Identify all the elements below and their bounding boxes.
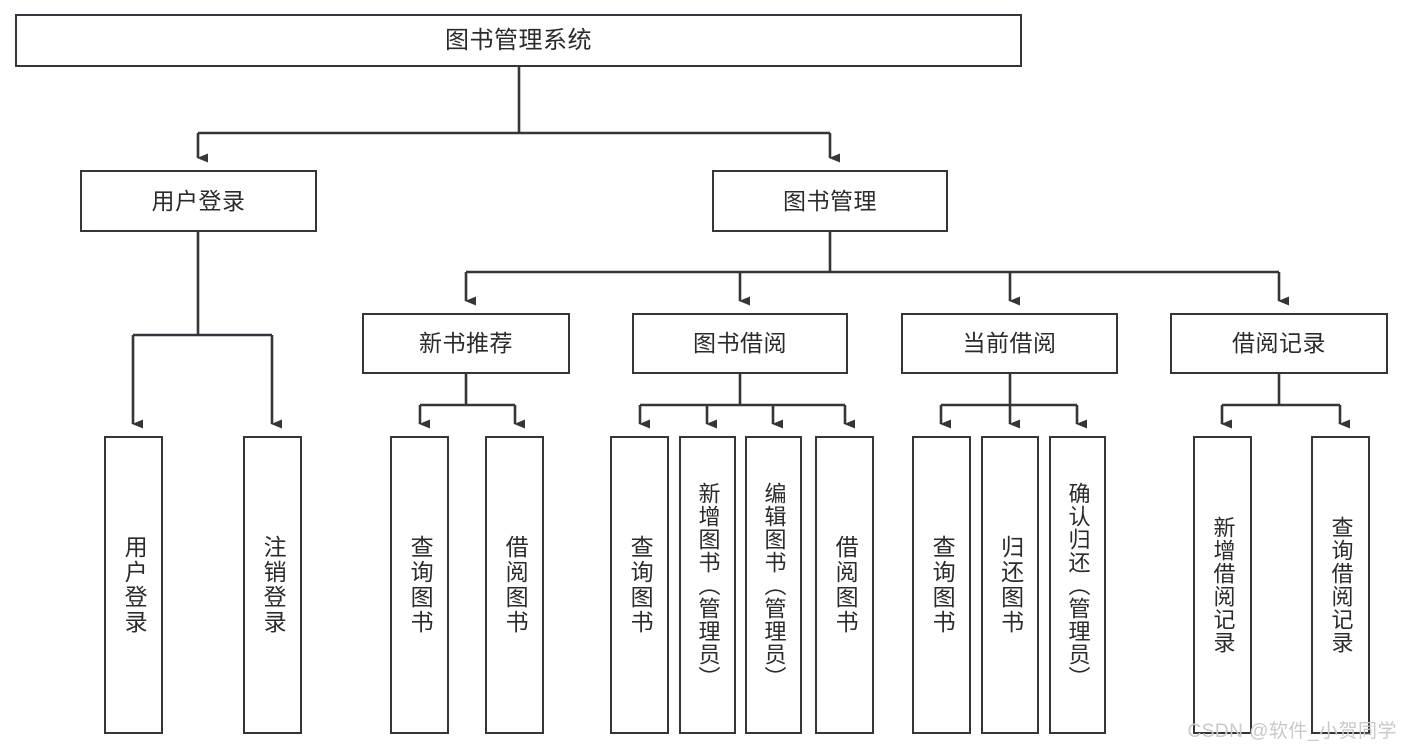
leaf-current-borrow-query-book[interactable]: 查询图书 (912, 436, 971, 734)
node-label: 图书管理 (783, 187, 877, 214)
node-new-book-recommendation[interactable]: 新书推荐 (362, 313, 570, 374)
leaf-borrow-record-add-record[interactable]: 新增借阅记录 (1193, 436, 1252, 734)
node-label: 注销登录 (260, 535, 287, 635)
node-label: 查询图书 (407, 535, 434, 635)
node-label: 图书管理系统 (445, 26, 592, 54)
node-label: 新书推荐 (419, 330, 513, 356)
node-label: 新增图书（管理员） (695, 481, 721, 689)
leaf-new-book-borrow-book[interactable]: 借阅图书 (485, 436, 544, 734)
leaf-book-borrow-query-book[interactable]: 查询图书 (610, 436, 669, 734)
node-label: 确认归还（管理员） (1065, 481, 1091, 689)
node-label: 查询借阅记录 (1328, 516, 1354, 654)
node-label: 借阅图书 (502, 535, 529, 635)
leaf-current-borrow-confirm-return-admin[interactable]: 确认归还（管理员） (1049, 436, 1106, 734)
node-label: 查询图书 (929, 535, 956, 635)
node-book-borrowing[interactable]: 图书借阅 (632, 313, 848, 374)
node-label: 归还图书 (997, 535, 1024, 635)
node-user-login[interactable]: 用户登录 (80, 170, 317, 232)
node-label: 当前借阅 (962, 330, 1057, 356)
node-label: 查询图书 (627, 535, 654, 635)
node-label: 图书借阅 (693, 330, 787, 356)
node-label: 借阅图书 (832, 535, 859, 635)
node-label: 用户登录 (121, 535, 148, 635)
leaf-new-book-query-book[interactable]: 查询图书 (390, 436, 449, 734)
leaf-borrow-record-query-record[interactable]: 查询借阅记录 (1311, 436, 1370, 734)
node-root-book-management-system[interactable]: 图书管理系统 (15, 14, 1022, 67)
node-borrowing-record[interactable]: 借阅记录 (1170, 313, 1388, 374)
node-label: 编辑图书（管理员） (761, 481, 787, 689)
node-label: 借阅记录 (1232, 330, 1326, 356)
leaf-book-borrow-edit-book-admin[interactable]: 编辑图书（管理员） (745, 436, 802, 734)
watermark-text: CSDN @软件_小贺同学 (1187, 721, 1397, 742)
node-label: 用户登录 (151, 187, 246, 214)
leaf-book-borrow-borrow-book[interactable]: 借阅图书 (815, 436, 874, 734)
node-label: 新增借阅记录 (1210, 516, 1236, 654)
leaf-user-login-logout[interactable]: 注销登录 (243, 436, 302, 734)
leaf-book-borrow-add-book-admin[interactable]: 新增图书（管理员） (679, 436, 736, 734)
leaf-user-login-login[interactable]: 用户登录 (104, 436, 163, 734)
node-current-borrowing[interactable]: 当前借阅 (901, 313, 1118, 374)
leaf-current-borrow-return-book[interactable]: 归还图书 (981, 436, 1039, 734)
node-book-management[interactable]: 图书管理 (712, 170, 948, 232)
